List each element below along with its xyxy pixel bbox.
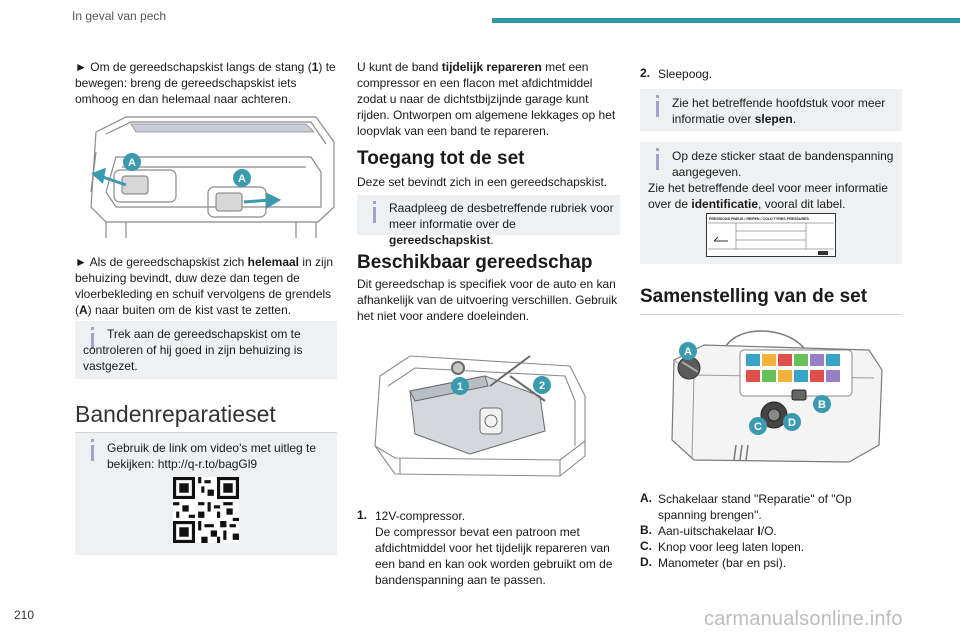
col2-intro: U kunt de band tijdelijk repareren met e…	[357, 60, 616, 138]
item1-number: 1.	[357, 508, 368, 522]
list-item-a-label: A.	[640, 491, 652, 505]
list-item-c-text: Knop voor leeg laten lopen.	[658, 540, 805, 554]
callout-c-label: C	[754, 421, 762, 433]
callout-a-right	[233, 169, 251, 187]
heading-rule	[75, 432, 337, 433]
qr-code-icon[interactable]	[173, 477, 239, 543]
col1-note-check: Trek aan de gereedschapskist om te contr…	[75, 321, 337, 379]
col2-note-toolbox: Raadpleeg de desbetreffende rubriek voor…	[357, 195, 620, 247]
heading-bandenreparatieset: Bandenreparatieset	[75, 401, 276, 427]
callout-a	[679, 342, 697, 360]
repair-kit-illustration: A B C D	[671, 330, 883, 463]
bullet-arrow-icon: ►	[75, 255, 87, 269]
col3-note-sticker: Op deze sticker staat de bandenspanning …	[640, 142, 902, 264]
callout-2-label: 2	[539, 380, 545, 392]
info-marker-icon	[91, 439, 94, 461]
toolbox-latch-illustration: A A	[90, 116, 335, 238]
list-item-b-text: Aan-uitschakelaar I/O.	[658, 524, 777, 538]
list-item-b-label: B.	[640, 523, 652, 537]
heading-rule	[640, 314, 902, 315]
col3-note-slepen: Zie het betreffende hoofdstuk voor meer …	[640, 89, 902, 131]
callout-b-label: B	[818, 399, 826, 411]
list-item-a-text: Schakelaar stand "Reparatie" of "Op span…	[658, 492, 852, 522]
callout-c	[749, 417, 767, 435]
callout-b	[813, 395, 831, 413]
page-number: 210	[14, 608, 35, 622]
callout-1	[451, 377, 469, 395]
site-watermark[interactable]: carmanualsonline.info	[704, 608, 903, 630]
heading-samenstelling: Samenstelling van de set	[640, 286, 868, 307]
col2-access-para: Deze set bevindt zich in een gereedschap…	[357, 175, 608, 189]
header-accent-bar	[492, 18, 960, 23]
toolbox-compressor-illustration: 1 2	[374, 355, 586, 477]
callout-a-right-label: A	[238, 173, 246, 185]
info-marker-icon	[91, 327, 94, 349]
callout-a-label: A	[684, 346, 692, 358]
item2-text: Sleepoog.	[658, 67, 713, 81]
item1-title: 12V-compressor.	[375, 509, 466, 523]
callout-2	[533, 376, 551, 394]
callout-a-left-label: A	[128, 157, 136, 169]
item1-description: De compressor bevat een patroon met afdi…	[375, 525, 613, 587]
col1-para1: ► Om de gereedschapskist langs de stang …	[75, 60, 336, 106]
list-item-d-text: Manometer (bar en psi).	[658, 556, 787, 570]
tyre-pressure-sticker-icon: PRESSIONS PNEUS / REIFEN / COLD TYRES PR…	[706, 213, 836, 257]
callout-d	[783, 413, 801, 431]
item2-number: 2.	[640, 66, 651, 80]
section-title: In geval van pech	[72, 9, 167, 23]
list-item-d-label: D.	[640, 555, 652, 569]
col1-note-video: Gebruik de link om video's met uitleg te…	[75, 433, 337, 555]
svg-text:PRESSIONS PNEUS / REIFEN / COL: PRESSIONS PNEUS / REIFEN / COLD TYRES PR…	[709, 217, 809, 221]
heading-gereedschap: Beschikbaar gereedschap	[357, 252, 593, 273]
callout-1-label: 1	[457, 381, 463, 393]
col1-para2: ► Als de gereedschapskist zich helemaal …	[75, 255, 334, 317]
callout-a-left	[123, 153, 141, 171]
list-item-c-label: C.	[640, 539, 652, 553]
info-marker-icon	[373, 201, 376, 223]
callout-d-label: D	[788, 417, 796, 429]
info-marker-icon	[656, 148, 659, 170]
info-marker-icon	[656, 95, 659, 117]
col2-tools-para: Dit gereedschap is specifiek voor de aut…	[357, 277, 618, 323]
heading-toegang: Toegang tot de set	[357, 148, 525, 169]
bullet-arrow-icon: ►	[75, 60, 87, 74]
